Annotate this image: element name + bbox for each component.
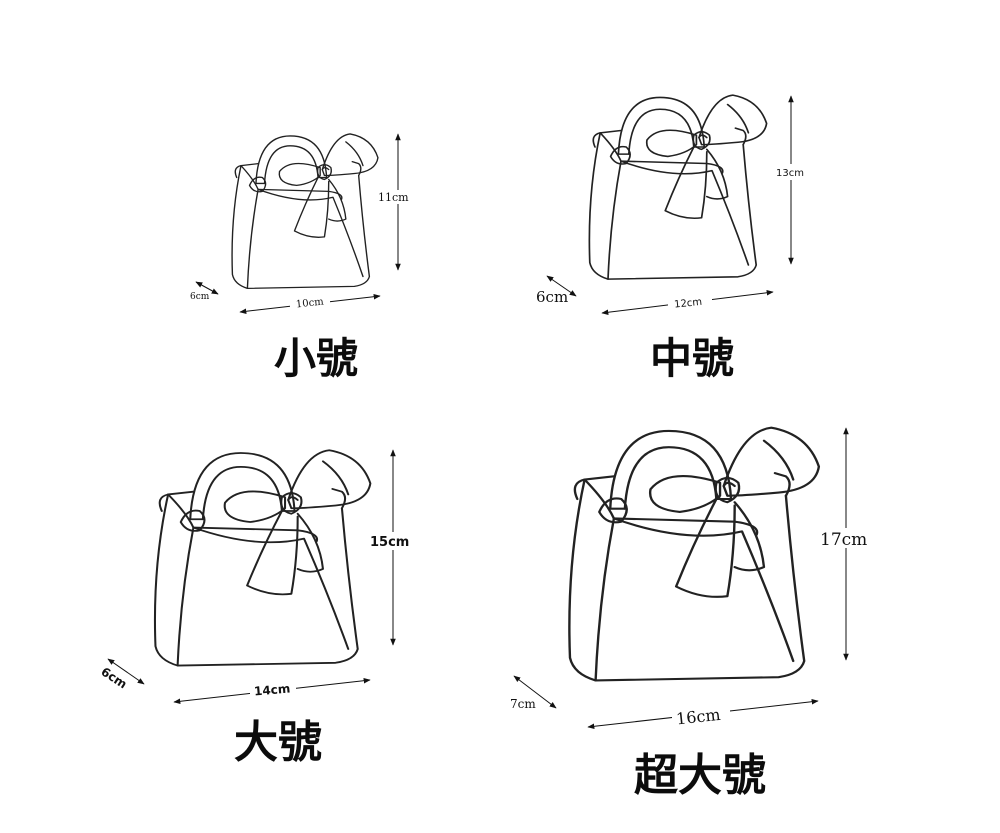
height-label-xlarge: 17cm <box>820 530 867 550</box>
bag-illustration-small <box>231 133 379 290</box>
size-title-small: 小號 <box>274 334 359 383</box>
height-label-large: 15cm <box>370 535 409 550</box>
depth-arrow-medium <box>546 275 577 297</box>
depth-arrow-large <box>107 658 145 685</box>
depth-label-xlarge: 7cm <box>510 697 536 711</box>
size-title-xlarge: 超大號 <box>634 750 766 801</box>
bag-illustration-xlarge <box>568 426 821 682</box>
height-label-medium: 13cm <box>776 168 804 179</box>
depth-label-small: 6cm <box>190 292 210 302</box>
depth-arrow-xlarge <box>513 675 557 709</box>
size-title-large: 大號 <box>234 717 322 768</box>
height-label-small: 11cm <box>378 191 409 204</box>
bag-illustration-medium <box>588 94 768 281</box>
width-label-medium: 12cm <box>674 297 703 311</box>
depth-label-large: 6cm <box>98 665 129 692</box>
depth-arrow-small <box>195 281 219 295</box>
width-label-small: 10cm <box>295 297 324 311</box>
bag-illustration-large <box>153 449 372 667</box>
width-label-xlarge: 16cm <box>675 705 721 729</box>
width-label-large: 14cm <box>253 681 290 698</box>
depth-label-medium: 6cm <box>536 288 568 306</box>
size-title-medium: 中號 <box>650 334 735 383</box>
